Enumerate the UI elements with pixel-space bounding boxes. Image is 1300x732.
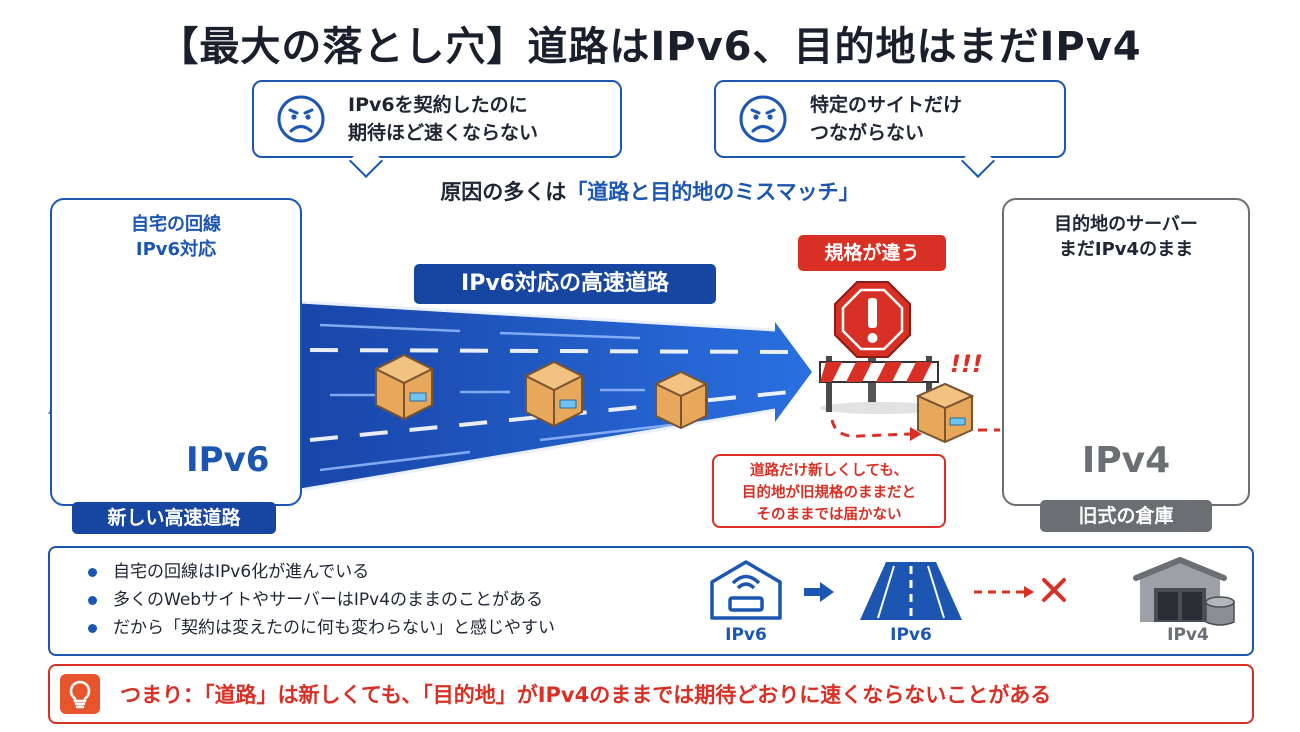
package-icon	[915, 382, 975, 444]
list-item: 多くのWebサイトやサーバーはIPv4のままのことがある	[88, 586, 555, 614]
warning-note: 道路だけ新しくしても、 目的地が旧規格のままだと そのままでは届かない	[712, 454, 946, 528]
destination-label: 目的地のサーバー	[1054, 214, 1198, 235]
arrow-head-icon	[1024, 586, 1034, 598]
package-icon	[523, 360, 585, 428]
arrow-right-icon	[804, 582, 834, 602]
bullet-dot	[88, 567, 97, 577]
facts-box: 自宅の回線はIPv6化が進んでいる 多くのWebサイトやサーバーはIPv4のまま…	[48, 546, 1254, 656]
lightbulb-glyph	[69, 680, 91, 709]
warning-note-line: そのままでは届かない	[756, 507, 902, 523]
arrow-head-icon	[910, 427, 922, 441]
bubble-line: IPv6を契約したのに	[348, 94, 528, 116]
destination-panel	[1002, 198, 1250, 506]
home-label: 自宅の回線	[131, 214, 221, 235]
stop-sign-icon	[834, 281, 911, 412]
package-icon	[373, 353, 435, 421]
conclusion-box: つまり：「道路」は新しくても、「目的地」がIPv4のままでは期待どおりに速くなら…	[48, 664, 1254, 724]
road-icon	[860, 562, 962, 620]
home-protocol: IPv6	[186, 440, 270, 480]
bubble-line: 期待ほど速くならない	[348, 122, 539, 144]
lightbulb-icon	[60, 674, 100, 714]
destination-protocol: IPv4	[1081, 440, 1171, 481]
page-title: 【最大の落とし穴】道路はIPv6、目的地はまだIPv4	[158, 24, 1142, 70]
complaint-bubble-connect: 特定のサイトだけ つながらない	[714, 80, 1066, 178]
blocked-path	[830, 419, 911, 438]
barricade-icon	[819, 356, 940, 414]
cross-icon	[1042, 578, 1066, 602]
alert-marks: !!!	[950, 350, 983, 378]
fact-list: 自宅の回線はIPv6化が進んでいる 多くのWebサイトやサーバーはIPv4のまま…	[88, 558, 555, 642]
home-router-icon	[710, 560, 782, 620]
complaint-bubble-speed: IPv6を契約したのに 期待ほど速くならない	[252, 80, 622, 178]
warning-note-line: 目的地が旧規格のままだと	[742, 485, 916, 501]
road-label: IPv6対応の高速道路	[414, 264, 716, 304]
fact-text: 自宅の回線はIPv6化が進んでいる	[113, 562, 370, 582]
sad-face-icon	[277, 95, 325, 143]
flow-road-label: IPv6	[890, 625, 932, 645]
cause-highlight: 「道路と目的地のミスマッチ」	[566, 180, 860, 204]
fact-text: 多くのWebサイトやサーバーはIPv4のままのことがある	[113, 590, 544, 610]
home-sublabel: IPv6対応	[135, 239, 217, 260]
list-item: 自宅の回線はIPv6化が進んでいる	[88, 558, 555, 586]
cause-prefix: 原因の多くは	[440, 180, 567, 204]
destination-sublabel: まだIPv4のまま	[1058, 239, 1194, 260]
bubble-line: つながらない	[810, 122, 925, 144]
warehouse-icon	[1133, 556, 1235, 626]
warning-label: 規格が違う	[798, 235, 946, 271]
conclusion-text: つまり：「道路」は新しくても、「目的地」がIPv4のままでは期待どおりに速くなら…	[120, 683, 1052, 707]
bullet-dot	[88, 595, 97, 605]
warning-note-line: 道路だけ新しくしても、	[750, 463, 908, 479]
home-tag: 新しい高速道路	[72, 502, 276, 534]
sad-face-icon	[739, 95, 787, 143]
package-icon	[653, 370, 709, 430]
list-item: だから「契約は変えたのに何も変わらない」と感じやすい	[88, 614, 555, 642]
flow-diagram: IPv6 IPv6 IPv4	[710, 556, 1235, 645]
flow-warehouse-label: IPv4	[1167, 625, 1209, 645]
cause-statement: 原因の多くは「道路と目的地のミスマッチ」	[0, 176, 1300, 206]
bullet-dot	[88, 623, 97, 633]
fact-text: だから「契約は変えたのに何も変わらない」と感じやすい	[113, 618, 555, 638]
flow-home-label: IPv6	[725, 625, 767, 645]
destination-tag: 旧式の倉庫	[1040, 500, 1212, 532]
home-panel	[50, 198, 302, 506]
bubble-line: 特定のサイトだけ	[810, 94, 963, 116]
